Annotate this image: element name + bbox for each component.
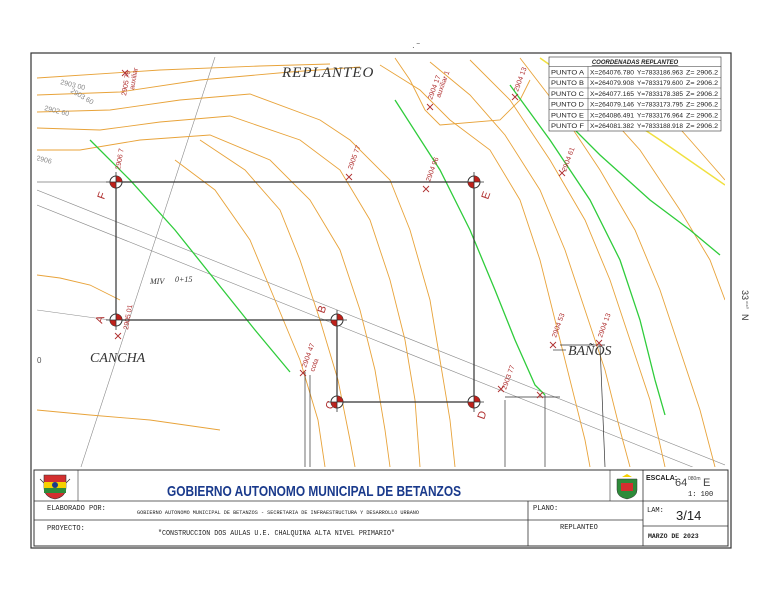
municipal-logo-icon bbox=[614, 473, 640, 500]
elaborado-label: ELABORADO POR: bbox=[47, 505, 106, 513]
coord-x-value: X=264081.382 bbox=[590, 124, 635, 130]
coat-of-arms-icon bbox=[39, 474, 71, 500]
coord-x-value: X=264086.491 bbox=[590, 113, 635, 119]
plano-value: REPLANTEO bbox=[560, 524, 598, 532]
aux-label: cota bbox=[309, 358, 320, 373]
title-block: GOBIERNO AUTONOMO MUNICIPAL DE BETANZOS … bbox=[33, 469, 729, 547]
coord-point-name: PUNTO A bbox=[551, 70, 584, 76]
plan-date: MARZO DE 2023 bbox=[648, 533, 699, 540]
point-letters: F E A B C D bbox=[94, 190, 494, 421]
coord-z-value: Z= 2906.2 bbox=[686, 70, 719, 76]
coord-y-value: Y=7833178.385 bbox=[637, 92, 684, 98]
org-name: GOBIERNO AUTONOMO MUNICIPAL DE BETANZOS bbox=[167, 483, 461, 500]
coord-y-value: Y=7833186.963 bbox=[637, 70, 684, 76]
escala-label: ESCALA: bbox=[646, 475, 677, 482]
coord-x-value: X=264076.780 bbox=[590, 70, 635, 76]
coord-y-value: Y=7833173.795 bbox=[637, 103, 684, 109]
contour-label: 2905 01 bbox=[123, 304, 134, 330]
north-coordinate: 33 ⁸¹⁶⁰ N bbox=[740, 290, 750, 321]
survey-point-B bbox=[327, 310, 347, 330]
contour-label: 2904 96 bbox=[425, 156, 440, 182]
top-stray-mark: · ‾ bbox=[412, 43, 420, 52]
mv-label: MIV bbox=[149, 277, 165, 286]
area-label-banos: BAÑOS bbox=[568, 342, 612, 359]
coord-z-value: Z= 2906.2 bbox=[686, 124, 719, 130]
coord-z-value: Z= 2906.2 bbox=[686, 92, 719, 98]
coord-x-value: X=264079.908 bbox=[590, 81, 635, 87]
coord-table-title: COORDENADAS REPLANTEO bbox=[592, 60, 679, 66]
point-letter-F: F bbox=[96, 190, 110, 201]
aux-label: auxiliar bbox=[129, 67, 140, 91]
north-sup: ⁸¹⁶⁰ bbox=[743, 301, 749, 309]
drawing-title: REPLANTEO bbox=[281, 65, 374, 81]
sheet-border bbox=[30, 52, 732, 549]
contour-label: 2902 60 bbox=[44, 105, 70, 118]
coord-point-name: PUNTO C bbox=[551, 92, 585, 98]
coord-x-value: X=264077.165 bbox=[590, 92, 635, 98]
plano-label: PLANO: bbox=[533, 505, 558, 513]
contour-label: 2904 53 bbox=[551, 312, 566, 338]
coord-x-value: X=264079.146 bbox=[590, 103, 635, 109]
coord-point-name: PUNTO D bbox=[551, 103, 585, 109]
survey-point-D bbox=[464, 392, 484, 412]
coord-point-name: PUNTO E bbox=[551, 113, 584, 119]
contour-label: 2905 77 bbox=[347, 144, 362, 170]
survey-point-F bbox=[106, 172, 126, 192]
escala-letter: E bbox=[703, 477, 710, 489]
point-letter-D: D bbox=[476, 409, 490, 421]
coord-point-name: PUNTO B bbox=[551, 81, 584, 87]
lam-value: 3/14 bbox=[676, 508, 701, 523]
contour-label: 2906 bbox=[36, 155, 53, 166]
elaborado-value: GOBIERNO AUTONOMO MUNICIPAL DE BETANZOS … bbox=[137, 510, 419, 516]
coord-y-value: Y=7833176.964 bbox=[637, 113, 684, 119]
coord-z-value: Z= 2906.2 bbox=[686, 103, 719, 109]
escala-overlay: 64 bbox=[675, 477, 687, 489]
proyecto-label: PROYECTO: bbox=[47, 525, 85, 533]
point-letter-C: C bbox=[324, 399, 338, 411]
north-letter: N bbox=[740, 314, 750, 321]
point-letter-E: E bbox=[480, 190, 494, 201]
contour-label: 2904 13 bbox=[513, 66, 528, 92]
point-letter-B: B bbox=[316, 304, 330, 315]
area-label-cancha: CANCHA bbox=[90, 351, 146, 366]
coord-y-value: Y=7833188.918 bbox=[637, 124, 684, 130]
survey-point-A bbox=[106, 310, 126, 330]
green-lines bbox=[89, 84, 721, 416]
point-letter-A: A bbox=[94, 313, 108, 325]
coordinates-table: COORDENADAS REPLANTEO PUNTO A X=264076.78… bbox=[548, 56, 722, 132]
coord-z-value: Z= 2906.2 bbox=[686, 81, 719, 87]
contour-label: 2903 77 bbox=[501, 364, 516, 390]
contour-label: 2905 76 bbox=[121, 70, 132, 96]
survey-crosses bbox=[114, 69, 603, 399]
survey-point-C bbox=[327, 392, 347, 412]
coord-z-value: Z= 2906.2 bbox=[686, 113, 719, 119]
lam-label: LAM: bbox=[647, 507, 664, 515]
coord-point-name: PUNTO F bbox=[551, 124, 584, 130]
reference-lines bbox=[37, 57, 725, 467]
proyecto-value: "CONSTRUCCION DOS AULAS U.E. CHALQUINA A… bbox=[158, 530, 395, 538]
survey-point-E bbox=[464, 172, 484, 192]
coord-y-value: Y=7833179.600 bbox=[637, 81, 684, 87]
mv-station: 0+15 bbox=[175, 275, 192, 284]
left-edge-mark: 0 bbox=[37, 356, 42, 365]
escala-sup: 080m bbox=[688, 476, 701, 482]
contour-label: 2904 13 bbox=[597, 312, 612, 338]
escala-value: 1: 100 bbox=[688, 491, 713, 499]
contour-label: 2906 7 bbox=[115, 148, 126, 170]
north-label: 33 bbox=[740, 290, 750, 300]
